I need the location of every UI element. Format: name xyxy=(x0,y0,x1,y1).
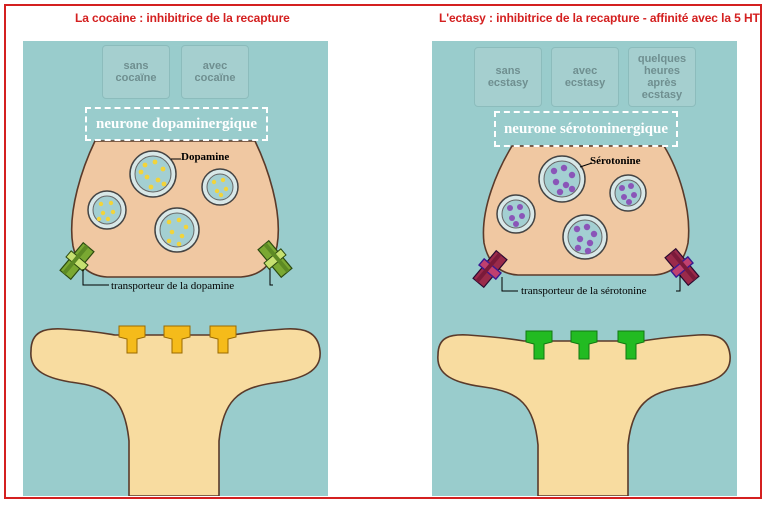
outer-frame xyxy=(4,4,762,499)
vesicle xyxy=(496,194,536,234)
vesicle xyxy=(201,168,239,206)
avec-ecstasy-button[interactable]: avec ecstasy xyxy=(551,47,619,107)
ecstasy-synapse-diagram: Sérotonine transporteur de la sérotonine xyxy=(437,145,731,496)
transporter xyxy=(59,241,95,281)
transporter xyxy=(664,247,700,287)
vesicle xyxy=(87,190,127,230)
vesicle xyxy=(609,174,647,212)
transporter-label: transporteur de la dopamine xyxy=(111,280,234,292)
receptor xyxy=(163,325,191,354)
receptor xyxy=(617,330,645,360)
quelques-heures-apres-ecstasy-button[interactable]: quelques heures après ecstasy xyxy=(628,47,696,107)
vesicle xyxy=(129,150,177,198)
vesicle xyxy=(154,207,200,253)
vesicle xyxy=(538,155,586,203)
cocaine-synapse-diagram: Dopamine transporteur de la dopamine xyxy=(23,140,328,496)
right-title: L'ectasy : inhibitrice de la recapture -… xyxy=(439,11,760,25)
ecstasy-panel: Sérotonine transporteur de la sérotonine… xyxy=(432,41,737,496)
sans-ecstasy-button[interactable]: sans ecstasy xyxy=(474,47,542,107)
transporter xyxy=(472,249,508,289)
vesicle-label: Dopamine xyxy=(181,151,229,163)
vesicle xyxy=(562,214,608,260)
left-title: La cocaine : inhibitrice de la recapture xyxy=(75,11,290,25)
neuron-label: neurone sérotoninergique xyxy=(494,111,678,147)
receptor xyxy=(118,325,146,354)
transporter-label: transporteur de la sérotonine xyxy=(521,285,647,297)
transporter xyxy=(257,239,293,279)
receptor xyxy=(570,330,598,360)
cocaine-panel: Dopamine transporteur de la dopamine s xyxy=(23,41,328,496)
receptor xyxy=(209,325,237,354)
sans-cocaine-button[interactable]: sans cocaïne xyxy=(102,45,170,99)
receptor xyxy=(525,330,553,360)
vesicle-label: Sérotonine xyxy=(590,155,641,167)
avec-cocaine-button[interactable]: avec cocaïne xyxy=(181,45,249,99)
neuron-label: neurone dopaminergique xyxy=(85,107,268,141)
